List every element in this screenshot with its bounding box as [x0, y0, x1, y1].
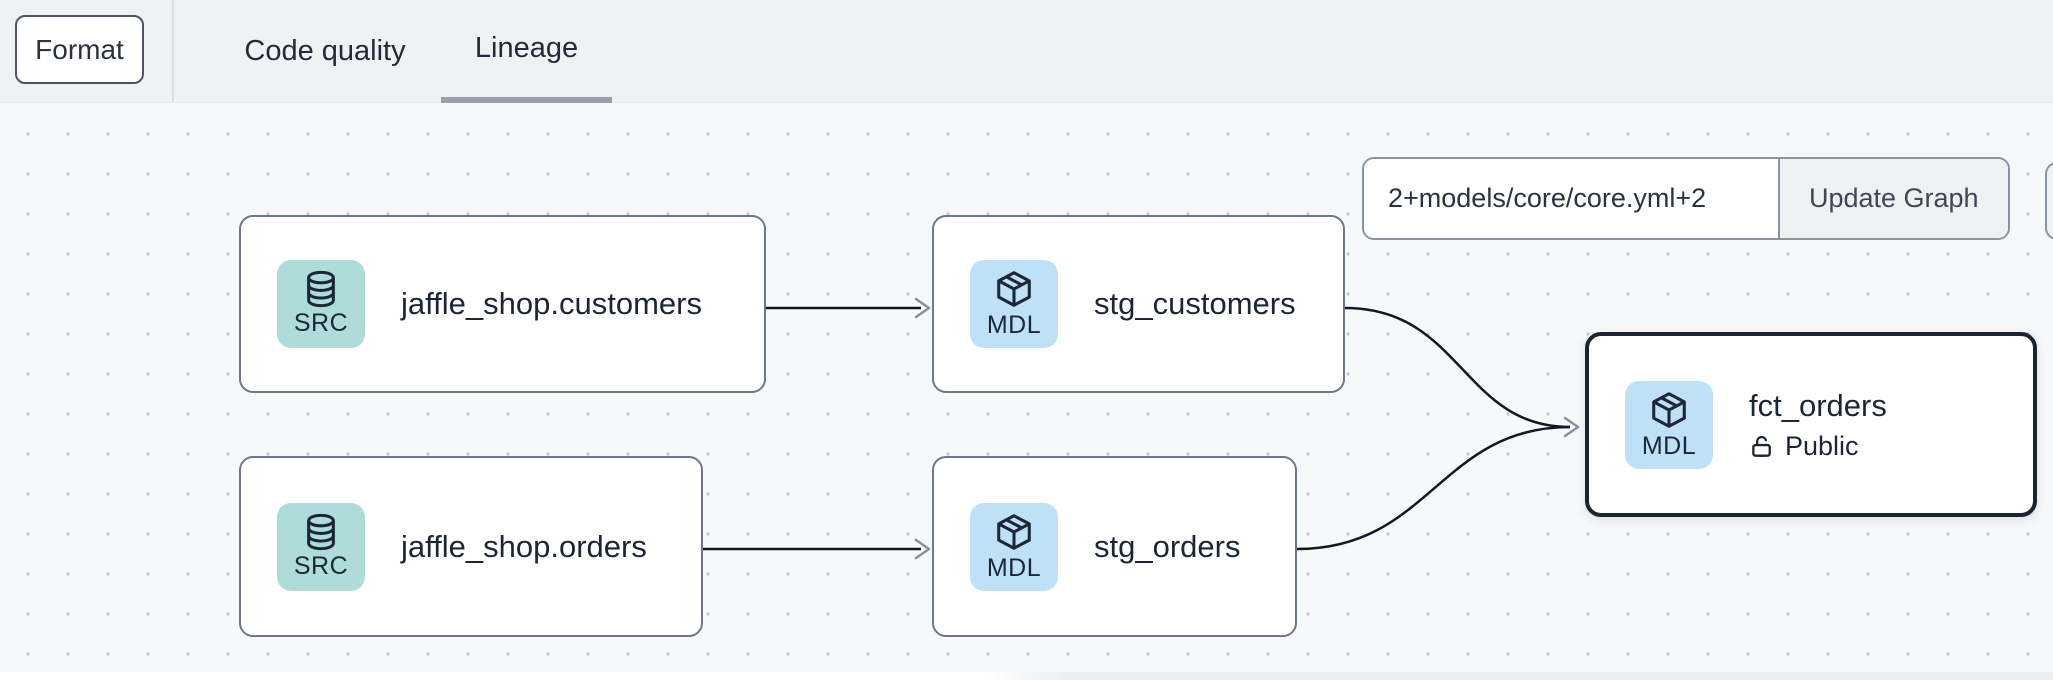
node-label: fct_orders [1749, 387, 1887, 423]
tab-lineage[interactable]: Lineage [441, 0, 612, 103]
tab-code-quality[interactable]: Code quality [244, 35, 406, 67]
cube-icon [997, 271, 1031, 307]
badge-label: MDL [1641, 431, 1697, 460]
database-icon [307, 513, 335, 550]
cube-icon [1652, 391, 1686, 428]
node-fct-orders[interactable]: MDL fct_orders Public [1585, 332, 2037, 517]
badge-label: SRC [293, 309, 349, 337]
database-icon [307, 270, 335, 308]
arrow-icon [1563, 416, 1580, 438]
node-label: stg_customers [1094, 286, 1296, 321]
node-jaffle-shop-customers[interactable]: SRC jaffle_shop.customers [239, 215, 766, 393]
badge-label: MDL [986, 553, 1042, 582]
node-stg-orders[interactable]: MDL stg_orders [932, 456, 1297, 637]
node-stg-customers[interactable]: MDL stg_customers [932, 215, 1345, 393]
model-badge: MDL [970, 502, 1058, 591]
source-badge: SRC [277, 502, 365, 591]
node-jaffle-shop-orders[interactable]: SRC jaffle_shop.orders [239, 456, 703, 637]
arrow-icon [914, 538, 931, 560]
node-label: jaffle_shop.orders [401, 528, 647, 564]
access-label: Public [1785, 430, 1859, 461]
edge-paths [703, 306, 1571, 551]
lineage-canvas[interactable]: SRC jaffle_shop.customers MDL stg_custom… [0, 103, 2053, 680]
edge-stg-customers-to-fct [1344, 306, 1571, 429]
model-badge: MDL [1625, 380, 1713, 469]
lock-open-icon [1752, 435, 1771, 457]
node-label: jaffle_shop.customers [401, 286, 702, 321]
toolbar-divider [172, 0, 174, 102]
model-badge: MDL [970, 260, 1058, 348]
access-row: Public [1749, 431, 1887, 462]
lineage-edges [703, 297, 1580, 560]
format-button[interactable]: Format [15, 15, 144, 84]
badge-label: MDL [986, 311, 1042, 339]
bottom-strip [0, 672, 2053, 680]
cutoff-canvas-control[interactable] [2045, 162, 2053, 240]
toolbar: Format Code quality Lineage [0, 0, 2053, 103]
node-label: stg_orders [1094, 528, 1241, 564]
graph-selector-group: Update Graph [1362, 157, 2010, 240]
edge-stg-orders-to-fct [1296, 425, 1571, 551]
edge-arrowheads [914, 297, 1580, 560]
update-graph-button[interactable]: Update Graph [1777, 159, 2008, 238]
model-selector-input[interactable] [1364, 159, 1778, 238]
cube-icon [997, 513, 1031, 550]
badge-label: SRC [293, 551, 349, 580]
arrow-icon [914, 297, 931, 319]
source-badge: SRC [277, 260, 365, 348]
